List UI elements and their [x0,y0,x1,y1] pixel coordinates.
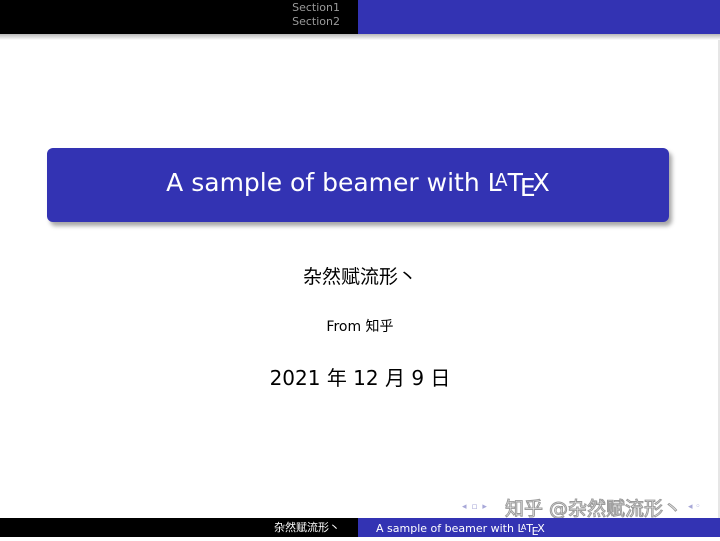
headline-left: Section1 Section2 [0,0,358,34]
slide-title-text: A sample of beamer with [166,167,488,197]
slide-right-edge [718,40,720,518]
section-link-2[interactable]: Section2 [292,15,340,28]
footline-latex-logo: LATEX [517,522,545,538]
section-link-1[interactable]: Section1 [292,1,340,14]
latex-logo: LATEX [487,167,550,203]
date: 2021 年 12 月 9 日 [269,366,451,390]
section-navigation: Section1 Section2 [292,1,340,29]
headline-bar: Section1 Section2 [0,0,720,34]
slide-title: A sample of beamer with LATEX [166,168,550,203]
footline-title-text: A sample of beamer with [376,522,518,536]
footline-author: 杂然赋流形丶 [0,518,358,537]
footline-title: A sample of beamer with LATEX [358,518,720,538]
navigation-symbols[interactable]: ◂ ▫ ▸ [462,502,488,512]
navigation-symbols-tail[interactable]: ◂ ◦ [688,502,701,512]
footline: 杂然赋流形丶 A sample of beamer with LATEX [0,518,720,538]
headline-shadow [0,34,720,40]
latex-logo-text: LATEX [487,167,550,203]
watermark: 知乎 @杂然赋流形丶 [504,498,683,521]
title-block: A sample of beamer with LATEX [47,148,669,222]
headline-right [358,0,720,34]
author: 杂然赋流形丶 [302,266,417,288]
institute: From 知乎 [326,319,394,335]
